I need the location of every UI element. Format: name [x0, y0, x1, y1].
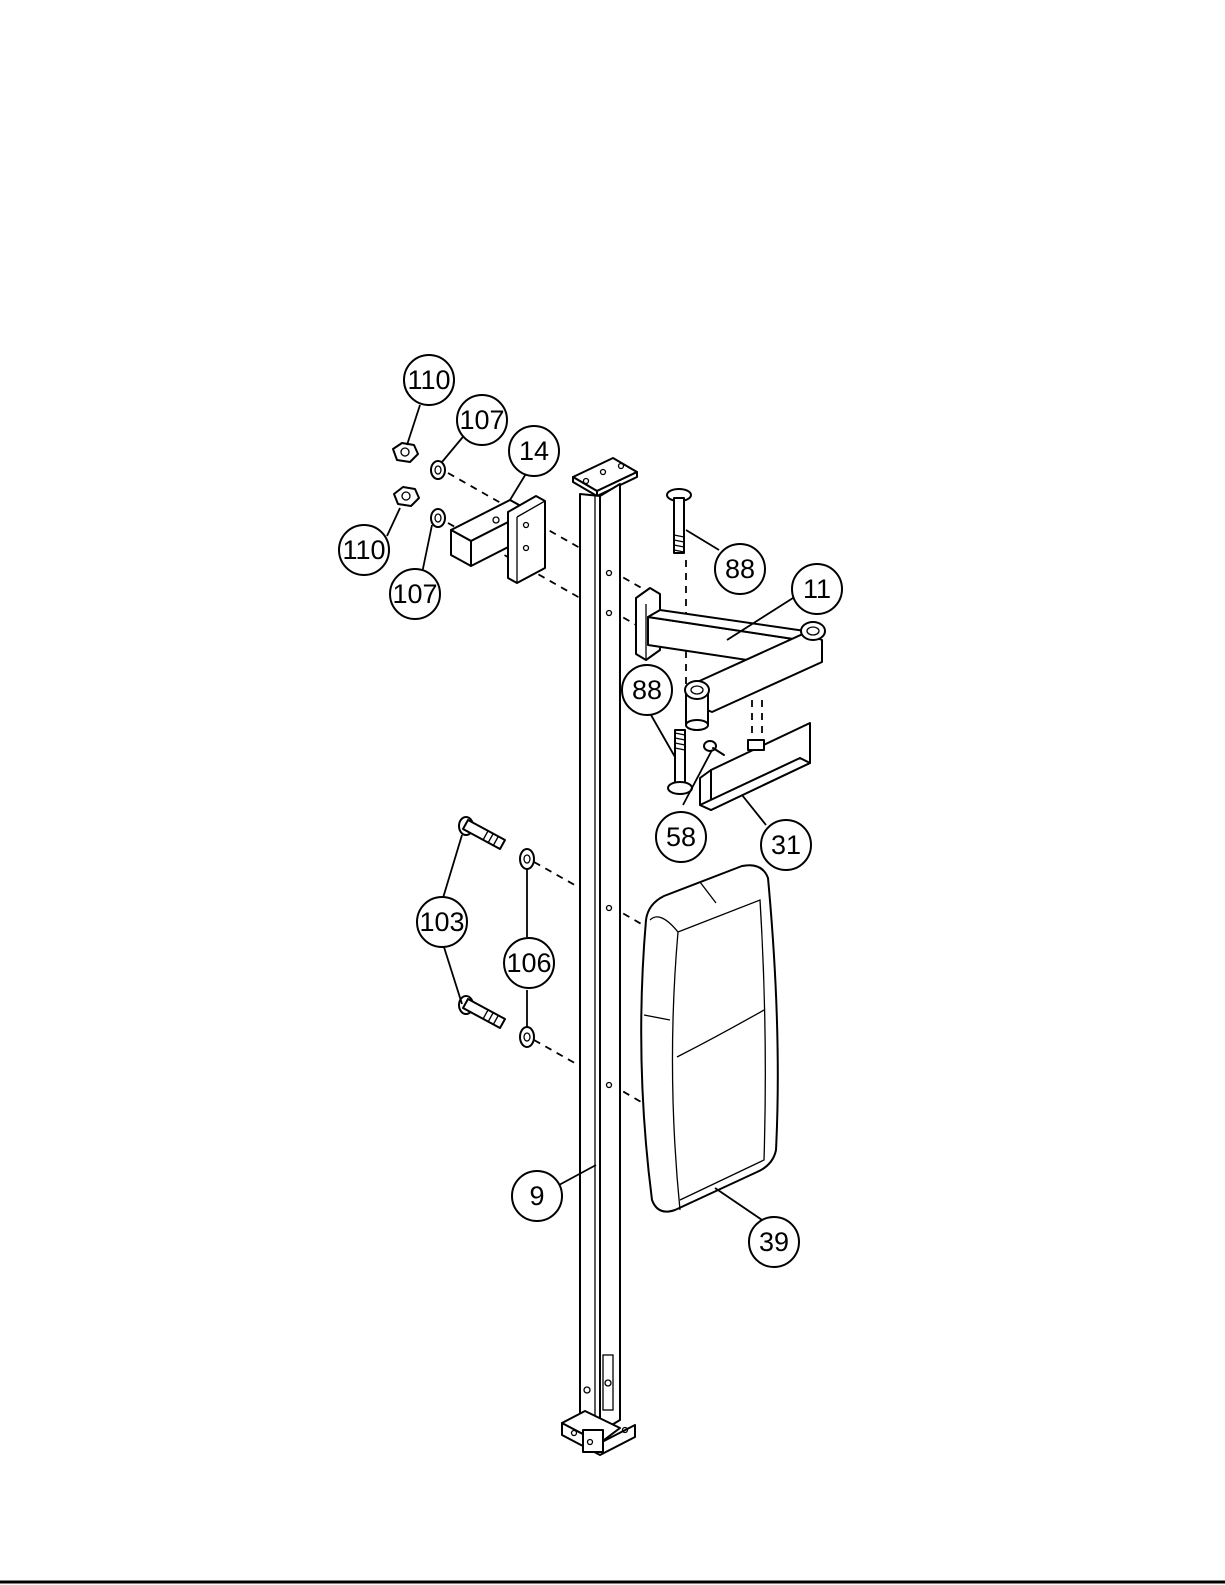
callout-88-lower: 88 — [622, 665, 672, 715]
nut-110-lower — [394, 487, 419, 506]
callout-110-upper: 110 — [404, 355, 454, 405]
callout-110-lower: 110 — [339, 525, 389, 575]
bolt-103-lower — [459, 996, 505, 1028]
callout-107-upper: 107 — [457, 395, 507, 445]
washer-106-upper — [520, 849, 534, 869]
callout-label: 31 — [771, 830, 801, 860]
bolt-88-lower — [668, 730, 692, 794]
callout-106: 106 — [504, 938, 554, 988]
callout-31: 31 — [761, 820, 811, 870]
washer-106-lower — [520, 1027, 534, 1047]
callout-88-upper: 88 — [715, 544, 765, 594]
back-pad-39 — [641, 865, 778, 1211]
callout-label: 39 — [759, 1227, 789, 1257]
callout-label: 88 — [632, 675, 662, 705]
washer-107-upper — [431, 461, 445, 479]
tray-31 — [700, 723, 810, 810]
callout-103: 103 — [417, 897, 467, 947]
washer-107-lower — [431, 509, 445, 527]
callout-39: 39 — [749, 1217, 799, 1267]
callout-label: 14 — [519, 436, 549, 466]
bolt-103-upper — [459, 817, 505, 849]
callout-14: 14 — [509, 426, 559, 476]
screw-58 — [704, 741, 724, 755]
callout-11: 11 — [792, 564, 842, 614]
callout-label: 11 — [803, 574, 831, 604]
callout-label: 106 — [506, 948, 551, 978]
callout-label: 110 — [342, 535, 385, 565]
callout-label: 103 — [419, 907, 464, 937]
callout-label: 107 — [392, 579, 437, 609]
callout-label: 58 — [666, 822, 696, 852]
nut-110-upper — [393, 443, 418, 462]
bolt-88-upper — [667, 489, 691, 553]
callout-label: 110 — [407, 365, 450, 395]
callout-label: 9 — [529, 1181, 544, 1211]
upright-post-9 — [562, 458, 637, 1455]
callout-58: 58 — [656, 812, 706, 862]
callout-label: 107 — [459, 405, 504, 435]
callout-9: 9 — [512, 1171, 562, 1221]
callout-107-lower: 107 — [390, 569, 440, 619]
callout-label: 88 — [725, 554, 755, 584]
bracket-14 — [451, 496, 545, 583]
